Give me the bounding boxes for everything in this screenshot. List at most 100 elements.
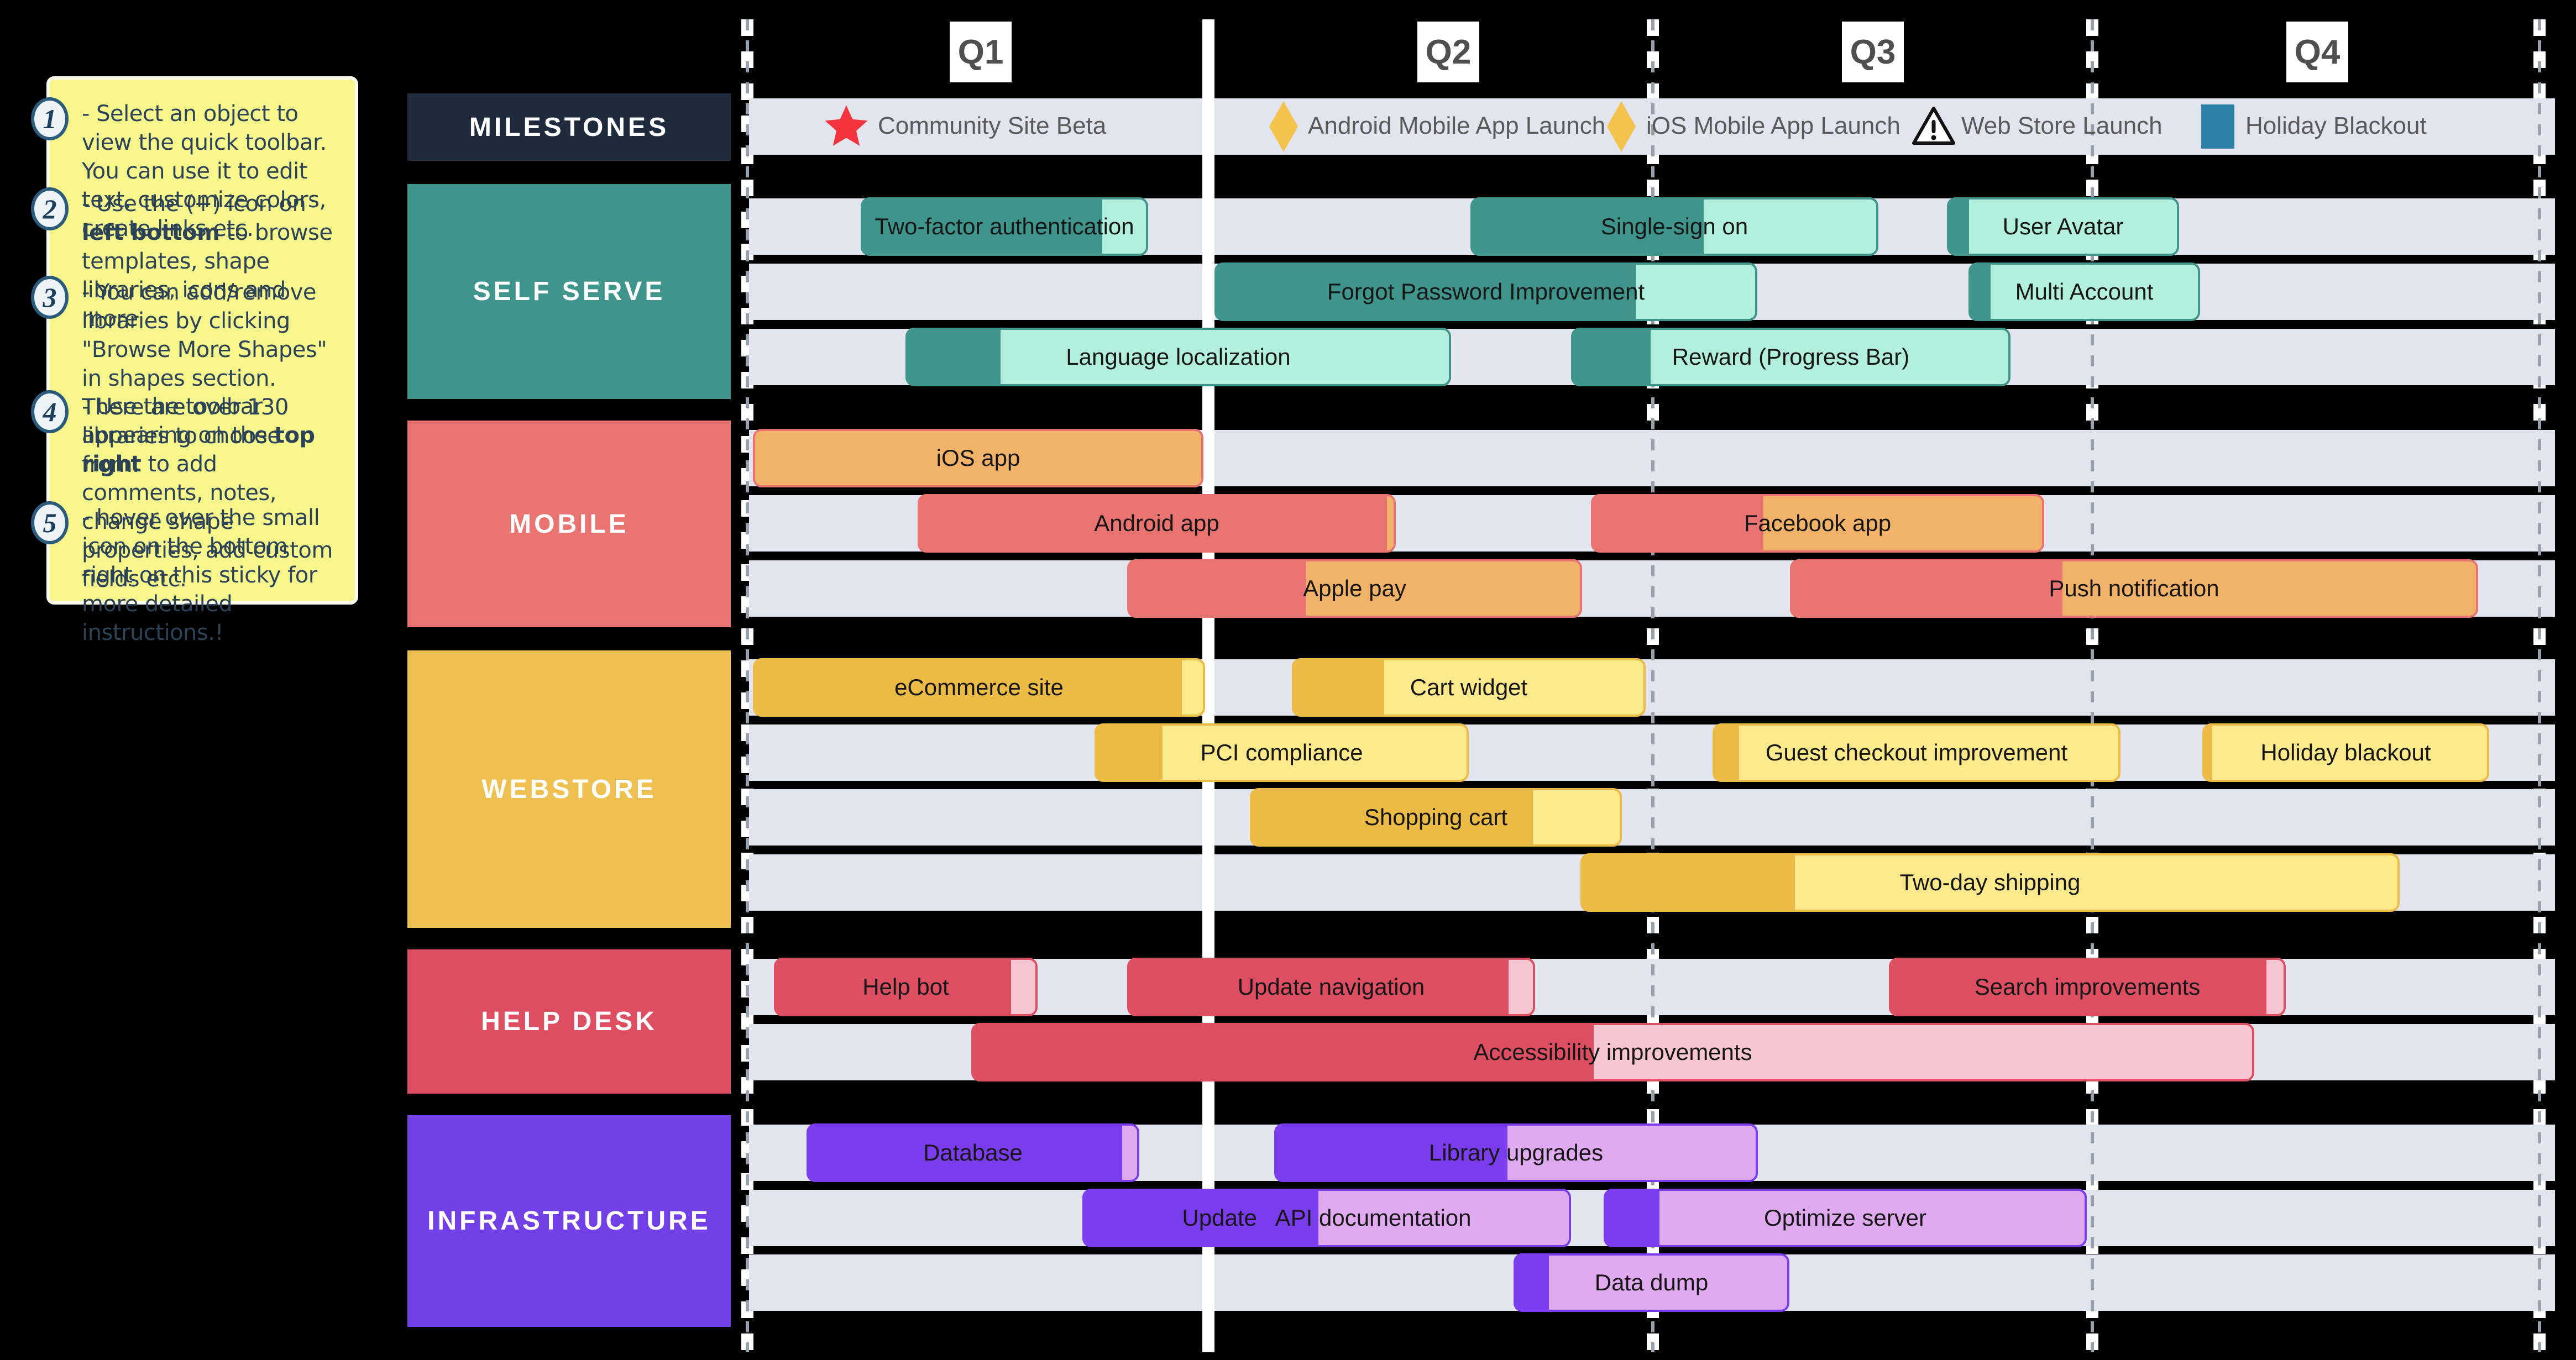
section-label-infrastructure[interactable]: INFRASTRUCTURE [407,1115,731,1327]
bar-update-navigation[interactable]: Update navigation [1127,958,1535,1016]
note-paragraph: - Use the toolbar appearing on the top r… [82,392,337,594]
milestone-label: Android Mobile App Launch [1308,112,1606,139]
bar-single-sign-on[interactable]: Single-sign on [1470,197,1878,256]
bar-label: Language localization [1066,344,1291,370]
bar-cart-widget[interactable]: Cart widget [1292,658,1646,717]
bar-label: Reward (Progress Bar) [1672,344,1910,370]
section-label-self-serve[interactable]: SELF SERVE [407,184,731,399]
milestone-label: Web Store Launch [1961,112,2163,139]
bar-help-bot[interactable]: Help bot [774,958,1038,1016]
bar-segment-remaining [1384,660,1643,715]
note-paragraph: - Select an object to view the quick too… [82,99,337,243]
bar-segment-remaining [1306,561,1580,616]
bar-segment-remaining [1387,496,1394,550]
bar-ios-app[interactable]: iOS app [753,429,1203,487]
bar-label: Facebook app [1743,510,1892,536]
note-number: 1 [31,97,69,140]
milestone-label: Community Site Beta [878,112,1107,139]
bar-segment-remaining [1182,660,1203,715]
milestone-label: Holiday Blackout [2245,112,2427,139]
note-text-part: top right [82,423,315,477]
bar-segment-remaining [1163,726,1467,780]
note-text-part: - Select an object to view the quick too… [82,101,327,241]
warning-triangle-icon [1912,107,1955,145]
milestone-web-store-launch[interactable] [1910,104,1957,150]
bar-label: Update API documentation [1182,1205,1472,1231]
bar-segment-remaining [1011,960,1035,1014]
bar-language-localization[interactable]: Language localization [905,328,1451,386]
bar-segment-done [1097,726,1163,780]
bar-label: Two-factor authentication [875,213,1134,239]
bar-reward-progress-bar[interactable]: Reward (Progress Bar) [1571,328,2010,386]
bar-data-dump[interactable]: Data dump [1514,1253,1789,1312]
note-text-part: - Use the (+) icon on [82,191,306,217]
section-label-mobile[interactable]: MOBILE [407,421,731,627]
bar-shopping-cart[interactable]: Shopping cart [1250,788,1622,847]
bar-segment-done [1129,960,1509,1014]
quarter-header-q2[interactable]: Q2 [1417,22,1479,82]
section-label-webstore[interactable]: WEBSTORE [407,650,731,928]
quarter-header-q1[interactable]: Q1 [950,22,1012,82]
bar-two-day-shipping[interactable]: Two-day shipping [1580,853,2400,912]
quarter-header-q4[interactable]: Q4 [2286,22,2348,82]
bar-label: Help bot [862,974,949,1000]
quarter-header-q3[interactable]: Q3 [1842,22,1904,82]
bar-library-upgrades[interactable]: Library upgrades [1274,1123,1758,1182]
bar-segment-done [1217,265,1636,319]
bar-segment-remaining [1991,265,2198,319]
bar-two-factor-authentication[interactable]: Two-factor authentication [861,197,1148,256]
bar-segment-remaining [1122,1126,1137,1180]
section-label-help-desk[interactable]: HELP DESK [407,949,731,1094]
quarter-separator-dashed [2538,19,2541,1352]
bar-segment-remaining [755,431,1201,485]
bar-user-avatar[interactable]: User Avatar [1947,197,2179,256]
bar-update-api-documentation[interactable]: Update API documentation [1082,1189,1571,1247]
bar-optimize-server[interactable]: Optimize server [1604,1189,2087,1247]
section-label-milestones[interactable]: MILESTONES [407,93,731,161]
bar-label: Search improvements [1974,974,2201,1000]
bar-multi-account[interactable]: Multi Account [1968,262,2200,321]
bar-segment-done [1593,496,1763,550]
bar-segment-done [1276,1126,1507,1180]
bar-segment-done [1473,199,1704,254]
bar-android-app[interactable]: Android app [918,494,1396,553]
bar-segment-done [776,960,1011,1014]
note-number: 3 [31,276,69,319]
bar-forgot-password-improvement[interactable]: Forgot Password Improvement [1214,262,1757,321]
bar-label: Update navigation [1237,974,1425,1000]
bar-segment-remaining [2266,960,2284,1014]
milestone-community-site-beta[interactable] [822,102,871,154]
bar-apple-pay[interactable]: Apple pay [1127,559,1582,618]
bar-facebook-app[interactable]: Facebook app [1591,494,2044,553]
bar-segment-remaining [1795,855,2397,910]
bar-segment-remaining [1001,330,1449,384]
bar-label: Cart widget [1410,674,1528,700]
note-text-part: left bottom [82,220,220,245]
note-text-part: to add comments, notes, change shape pro… [82,451,333,592]
bar-pci-compliance[interactable]: PCI compliance [1095,723,1469,782]
bar-segment-done [755,660,1182,715]
bar-segment-remaining [1969,199,2177,254]
sticky-note[interactable] [46,76,358,605]
star-icon [825,105,868,146]
bar-guest-checkout-improvement[interactable]: Guest checkout improvement [1713,723,2121,782]
bar-label: Android app [1094,510,1219,536]
bar-ecommerce-site[interactable]: eCommerce site [753,658,1205,717]
bar-segment-remaining [1318,1191,1569,1245]
bar-label: Library upgrades [1428,1140,1604,1165]
bar-segment-remaining [1659,1191,2085,1245]
bar-label: Accessibility improvements [1473,1039,1752,1065]
bar-push-notification[interactable]: Push notification [1790,559,2478,618]
bar-segment-done [2205,726,2212,780]
bar-segment-done [1606,1191,1659,1245]
bar-segment-remaining [2212,726,2487,780]
bar-segment-remaining [1533,790,1620,844]
bar-segment-done [908,330,1001,384]
bar-search-improvements[interactable]: Search improvements [1889,958,2286,1016]
bar-holiday-blackout[interactable]: Holiday blackout [2202,723,2489,782]
bar-database[interactable]: Database [807,1123,1139,1182]
note-text-part: - You can add/remove libraries by clicki… [82,280,327,477]
bar-accessibility-improvements[interactable]: Accessibility improvements [971,1023,2254,1081]
note-paragraph: - Use the (+) icon on left bottom to bro… [82,190,337,333]
bar-segment-done [809,1126,1122,1180]
